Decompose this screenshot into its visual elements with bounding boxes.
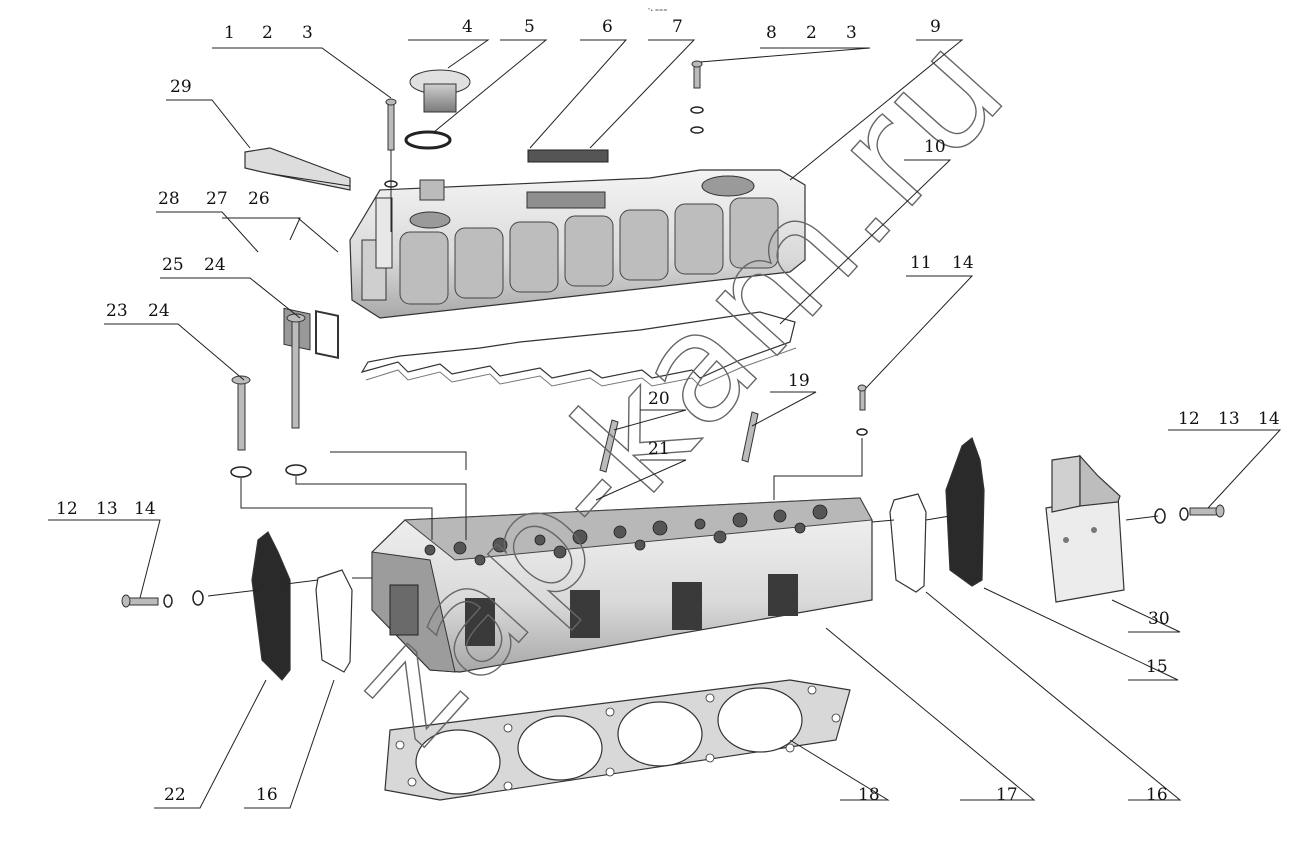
- washers: [163, 106, 1189, 608]
- watermark: zap-kam.ru: [317, 1, 1040, 776]
- callout-24b: 24: [148, 301, 170, 321]
- callout-16: 16: [256, 785, 278, 805]
- end-plate-left: [251, 531, 291, 681]
- callout-23: 23: [106, 301, 128, 321]
- callout-18: 18: [858, 785, 880, 805]
- callout-13: 13: [96, 499, 118, 519]
- valve-cover-gasket: [360, 311, 796, 379]
- callout-16b: 16: [1146, 785, 1168, 805]
- callout-3b: 3: [846, 23, 857, 43]
- breather-gasket: [315, 309, 339, 360]
- callout-2b: 2: [806, 23, 817, 43]
- lifting-bracket: [1045, 454, 1125, 603]
- bracket-plate: [244, 147, 351, 191]
- callout-5: 5: [524, 17, 535, 37]
- callout-8: 8: [766, 23, 777, 43]
- callout-14b: 14: [134, 499, 156, 519]
- callout-25: 25: [162, 255, 184, 275]
- valve-cover: [349, 169, 806, 319]
- callout-13b: 13: [1218, 409, 1240, 429]
- label-plate: [527, 149, 609, 163]
- callout-leaders: [48, 39, 1282, 809]
- end-gasket-right: [889, 493, 927, 593]
- bolts: [121, 60, 1225, 608]
- callout-17: 17: [996, 785, 1018, 805]
- callout-14: 14: [952, 253, 974, 273]
- callout-11: 11: [910, 253, 932, 273]
- callout-15: 15: [1146, 657, 1168, 677]
- callout-20: 20: [648, 389, 670, 409]
- callout-27: 27: [206, 189, 228, 209]
- callout-28: 28: [158, 189, 180, 209]
- top-mark: "• ===: [648, 8, 667, 14]
- end-gasket-left: [315, 569, 353, 673]
- callout-21: 21: [648, 439, 670, 459]
- callout-24: 24: [204, 255, 226, 275]
- callout-12b: 12: [1178, 409, 1200, 429]
- callout-3: 3: [302, 23, 313, 43]
- callout-26: 26: [248, 189, 270, 209]
- callout-12: 12: [56, 499, 78, 519]
- oil-filler-cap: [409, 69, 471, 113]
- callout-30: 30: [1148, 609, 1170, 629]
- filler-seal: [404, 130, 452, 150]
- callout-labels: 1 2 3 4 5 6 7 8 2 3 9 10 29 28 27 26 25 …: [56, 17, 1280, 805]
- head-gasket: [384, 679, 851, 801]
- callout-6: 6: [602, 17, 613, 37]
- callout-1: 1: [224, 23, 235, 43]
- callout-4: 4: [462, 17, 473, 37]
- callout-7: 7: [672, 17, 683, 37]
- assembly-lines: [207, 150, 1159, 597]
- cylinder-head: [371, 497, 873, 673]
- callout-22: 22: [164, 785, 186, 805]
- callout-19: 19: [788, 371, 810, 391]
- callout-2: 2: [262, 23, 273, 43]
- callout-9: 9: [930, 17, 941, 37]
- callout-14c: 14: [1258, 409, 1280, 429]
- end-plate-right: [945, 437, 985, 587]
- callout-29: 29: [170, 77, 192, 97]
- callout-10: 10: [924, 137, 946, 157]
